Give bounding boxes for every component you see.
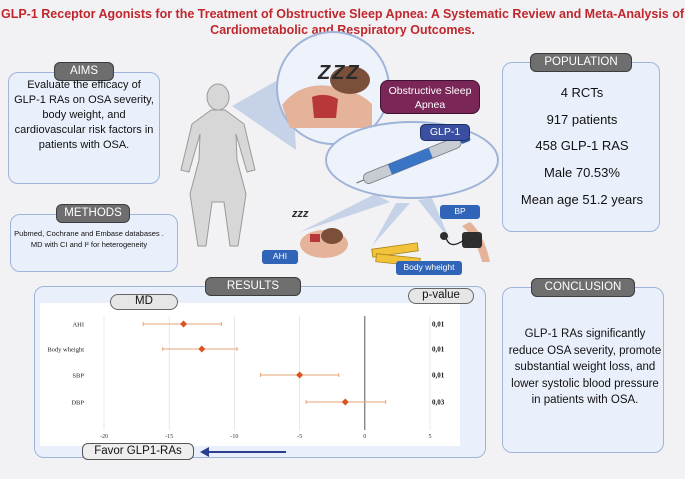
methods-header: METHODS (56, 204, 130, 223)
conclusion-header: CONCLUSION (531, 278, 635, 297)
weight-tag: Body wheight (396, 261, 462, 275)
x-tick-label: -5 (297, 434, 302, 440)
pen-circle (325, 121, 499, 199)
p-value: 0,03 (432, 399, 445, 407)
population-item: Mean age 51.2 years (520, 192, 644, 207)
blood-pressure-cuff-icon (440, 222, 490, 262)
row-label: Body wheight (47, 347, 84, 354)
population-item: 458 GLP-1 RAS (535, 138, 629, 153)
bp-tag: BP (440, 205, 480, 219)
ahi-tag: AHI (262, 250, 298, 264)
methods-line-2: MD with CI and I² for heterogeneity (30, 240, 148, 249)
osa-label: Obstructive Sleep Apnea (380, 80, 480, 114)
md-label: MD (110, 294, 178, 310)
x-tick-label: 0 (363, 434, 366, 440)
favor-arrow-icon (200, 447, 286, 457)
methods-box (10, 214, 178, 272)
point-estimate (180, 320, 188, 328)
row-label: AHI (72, 322, 84, 329)
population-item: 917 patients (546, 112, 618, 127)
point-estimate (198, 345, 206, 353)
p-value: 0,01 (432, 321, 445, 329)
x-tick-label: -15 (165, 434, 173, 440)
row-label: DBP (71, 400, 84, 407)
sleeper-circle (276, 31, 390, 145)
favor-label: Favor GLP1-RAs (82, 443, 194, 460)
population-item: Male 70.53% (544, 165, 620, 180)
page-title: GLP-1 Receptor Agonists for the Treatmen… (0, 7, 685, 37)
aims-box (8, 72, 160, 184)
glp1-label: GLP-1 (420, 124, 470, 141)
x-tick-label: -10 (230, 434, 238, 440)
conclusion-text: GLP-1 RAs significantly reduce OSA sever… (508, 328, 662, 406)
results-header: RESULTS (205, 277, 301, 296)
methods-line-1: Pubmed, Cochrane and Embase databases . (14, 229, 164, 238)
pvalue-label: p-value (408, 288, 474, 304)
aims-header: AIMS (54, 62, 114, 81)
patient-body-icon (180, 83, 256, 247)
methods-text: Pubmed, Cochrane and Embase databases . … (14, 228, 164, 250)
beam-to-ahi (300, 194, 390, 232)
conclusion-box (502, 287, 664, 453)
x-tick-label: -20 (100, 434, 108, 440)
x-tick-label: 5 (429, 434, 432, 440)
beam-to-weight (372, 203, 410, 246)
population-item: 4 RCTs (560, 85, 604, 100)
population-box (502, 62, 660, 232)
p-value: 0,01 (432, 372, 445, 380)
results-plot-panel (40, 303, 460, 446)
row-label: SBP (72, 373, 84, 380)
beam-to-sleeper (232, 72, 296, 150)
point-estimate (341, 398, 349, 406)
aims-text: Evaluate the efficacy of GLP-1 RAs on OS… (14, 79, 154, 151)
population-header: POPULATION (530, 53, 632, 72)
zzz-big: ZZZ (318, 62, 361, 84)
p-value: 0,01 (432, 346, 445, 354)
small-sleeper-icon (300, 228, 348, 258)
point-estimate (296, 371, 304, 379)
zzz-small: zzz (292, 208, 309, 220)
